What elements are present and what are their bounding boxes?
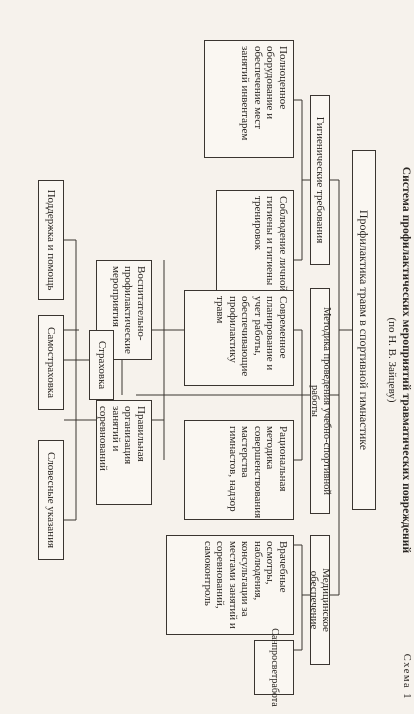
hygiene-item-equipment-label: Полноценное оборудование и обеспечение м… xyxy=(239,46,290,141)
branch-hygiene-label: Гигиенические требования xyxy=(314,116,327,244)
branch-medical-label: Медицинское обеспечение xyxy=(308,568,333,632)
insurance-node: Страховка xyxy=(89,330,114,400)
root-node: Профилактика травм в спортивной гимнасти… xyxy=(352,150,376,510)
medical-item-education-label: Санпросветработа xyxy=(269,628,281,707)
insurance-item-support: Поддержка и помощь xyxy=(38,180,64,300)
method-item-skills: Рациональная методика совершенствования … xyxy=(184,420,294,520)
insurance-item-verbal-label: Словесные указания xyxy=(45,451,58,549)
insurance-item-verbal: Словесные указания xyxy=(38,440,64,560)
insurance-item-self: Самостраховка xyxy=(38,315,64,410)
insurance-label: Страховка xyxy=(95,340,108,390)
proper-organization: Правильная организация занятий и соревно… xyxy=(96,400,152,505)
branch-method: Методика проведения учебно-спортивной ра… xyxy=(309,288,333,514)
medical-item-exams-label: Врачебные осмотры, наблюдения, консульта… xyxy=(202,541,289,629)
insurance-item-self-label: Самостраховка xyxy=(45,327,58,398)
medical-item-exams: Врачебные осмотры, наблюдения, консульта… xyxy=(166,535,294,635)
hygiene-item-equipment: Полноценное оборудование и обеспечение м… xyxy=(204,40,294,158)
medical-item-education: Санпросветработа xyxy=(254,628,294,707)
insurance-item-support-label: Поддержка и помощь xyxy=(45,189,58,291)
root-label: Профилактика травм в спортивной гимнасти… xyxy=(357,209,372,451)
branch-method-label: Методика проведения учебно-спортивной ра… xyxy=(309,307,333,495)
proper-organization-label: Правильная организация занятий и соревно… xyxy=(97,406,148,471)
branch-medical: Медицинское обеспечение xyxy=(308,535,333,665)
method-item-planning-label: Современное планирование и учет работы, … xyxy=(214,296,290,377)
method-item-skills-label: Рациональная методика совершенствования … xyxy=(227,426,289,519)
hygiene-item-personal-label: Соблюдение личной гигиены и гигиены трен… xyxy=(252,196,289,292)
branch-hygiene: Гигиенические требования xyxy=(310,95,330,265)
educational-measures-label: Воспитательно-профилактические мероприят… xyxy=(110,266,147,354)
method-item-planning: Современное планирование и учет работы, … xyxy=(184,290,294,386)
